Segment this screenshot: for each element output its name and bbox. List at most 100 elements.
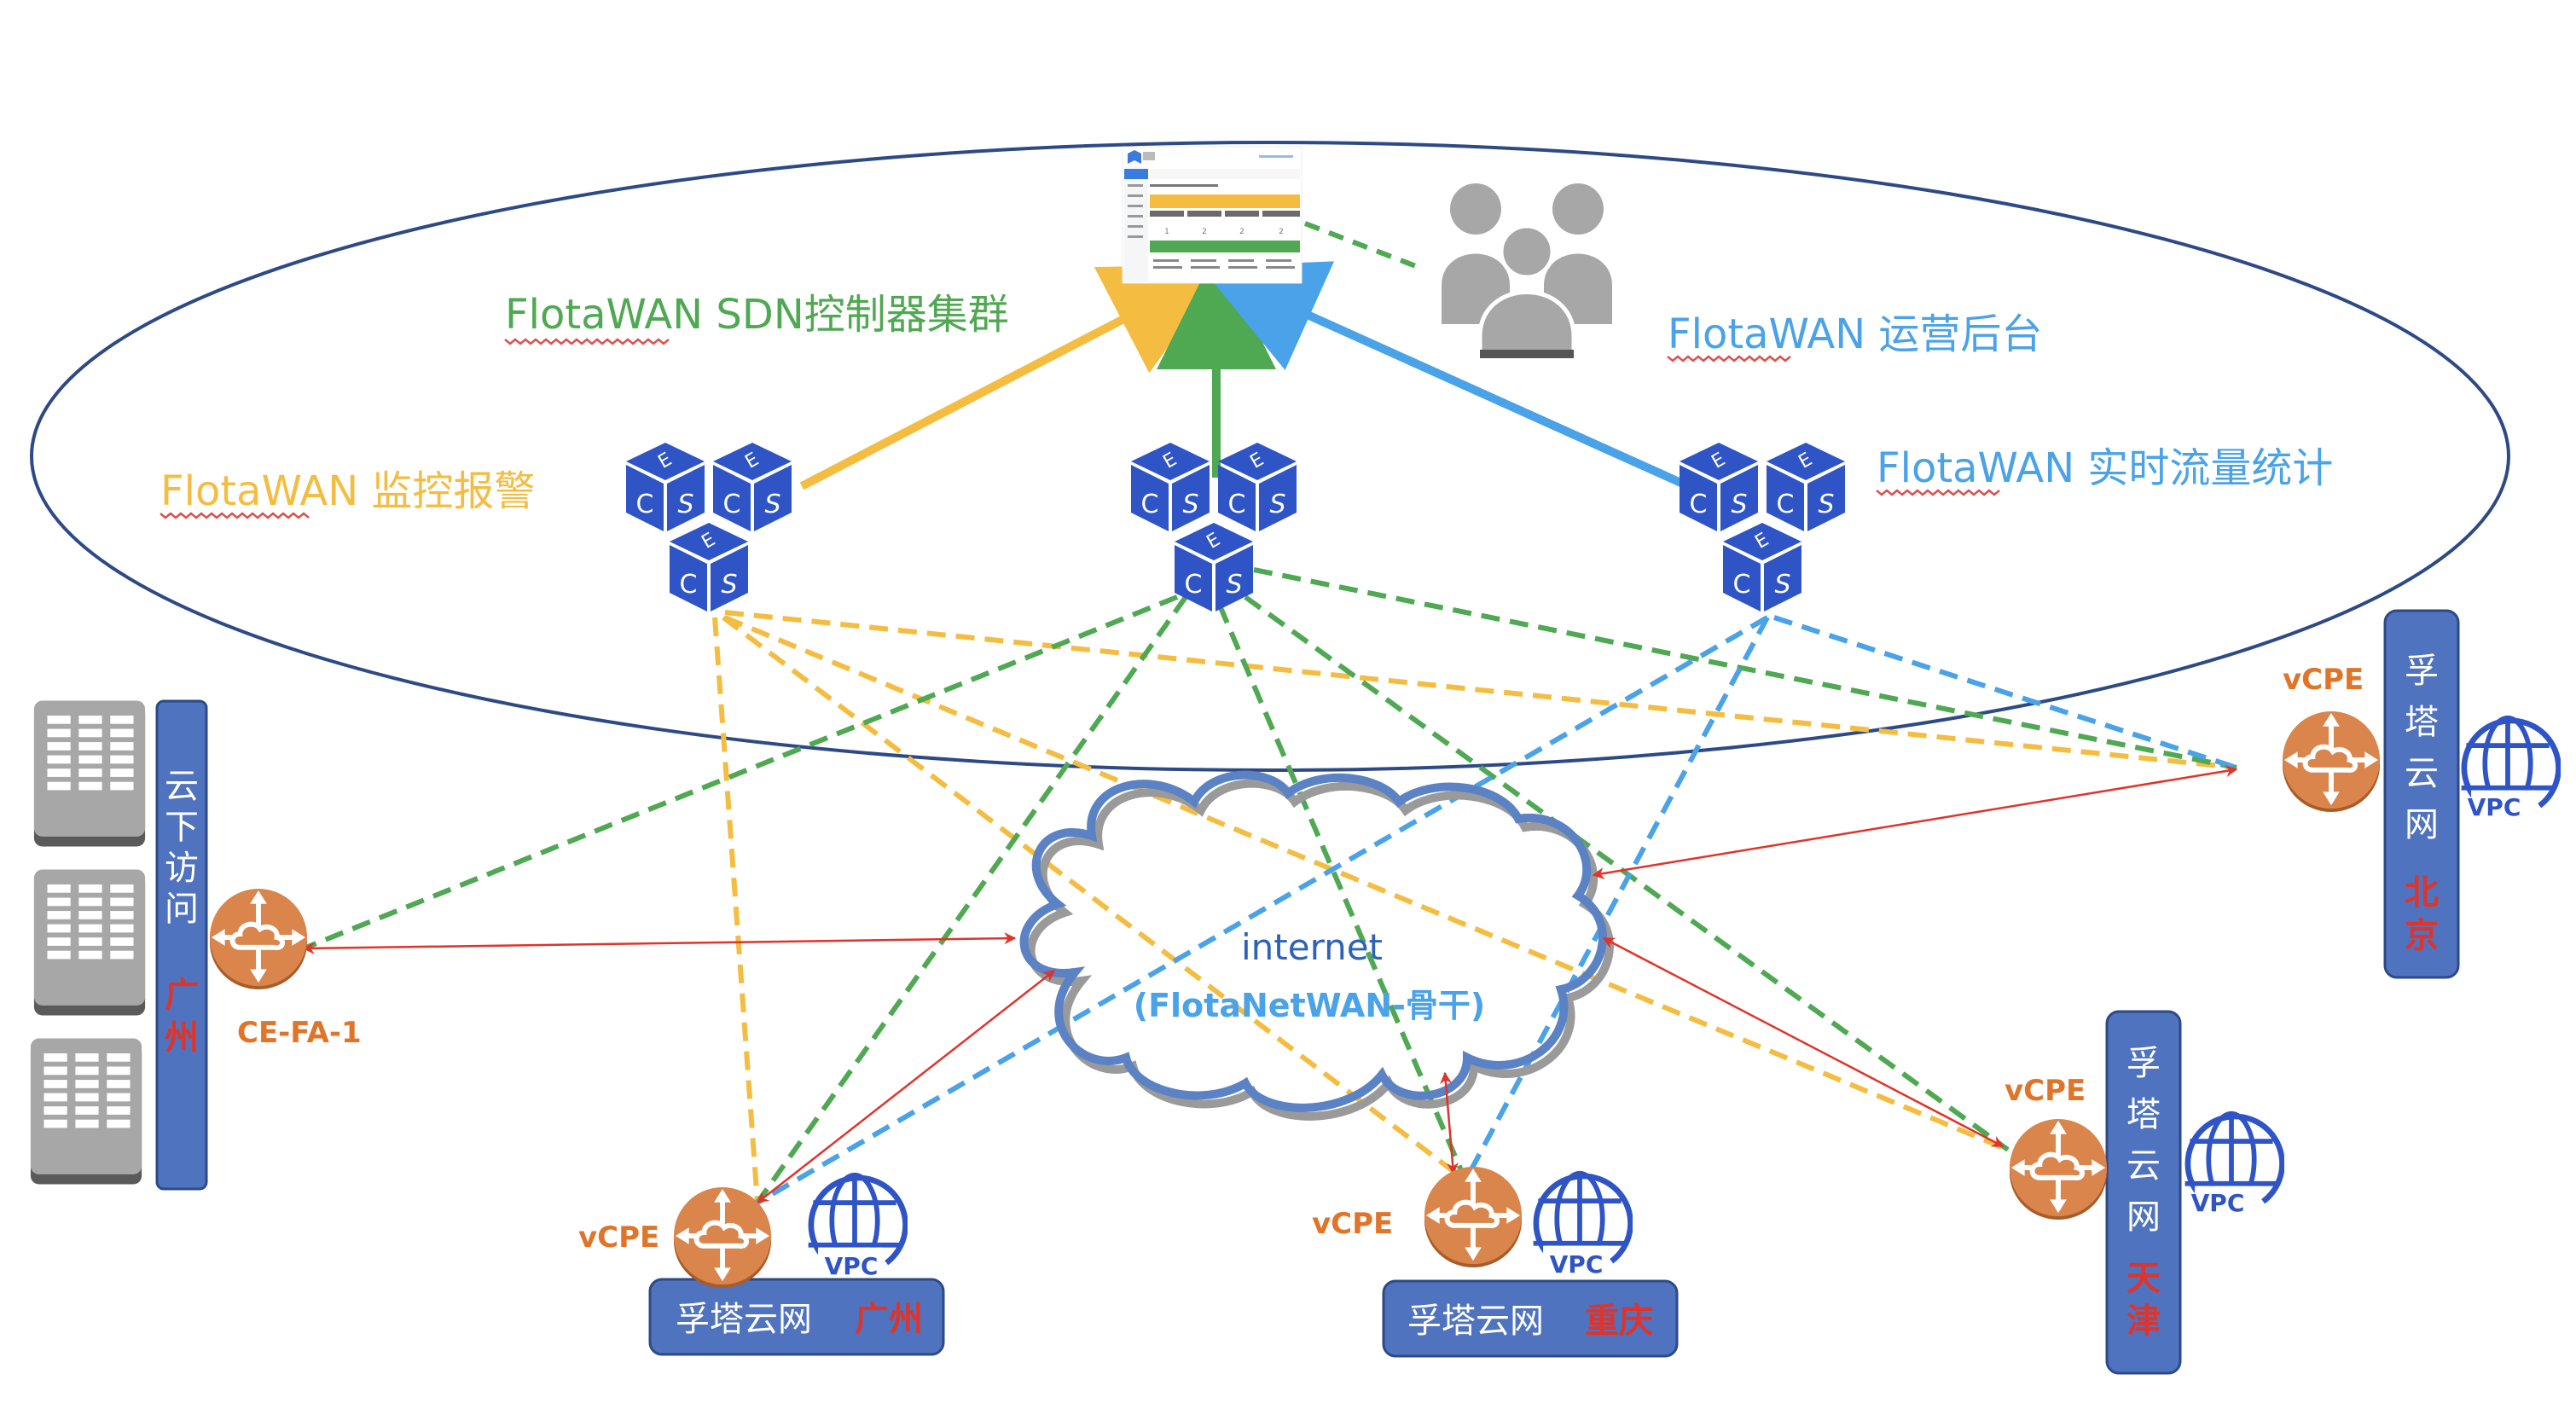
- site-guangzhou: 孚塔云网 广州 vCPE VPC: [578, 1175, 945, 1356]
- control-link-ecs-center-to-chongqing: [1217, 604, 1468, 1182]
- ecs-cube-icon: [1723, 523, 1801, 612]
- ecs-cube-icon: [1131, 443, 1210, 531]
- vertical-char: 天: [2126, 1259, 2161, 1298]
- backbone-label: (FlotaNetWAN-骨干): [1134, 987, 1486, 1024]
- control-link-ecs-right-to-beijing: [1773, 615, 2237, 770]
- ops-users-icon: [1442, 183, 1612, 361]
- svg-text:FlotaWAN 监控报警: FlotaWAN 监控报警: [160, 467, 535, 515]
- offline-region-bar: [155, 699, 208, 1191]
- vcpe-router-icon[interactable]: [674, 1187, 771, 1288]
- dashboard-stat-4: 2: [1279, 228, 1284, 236]
- vertical-char: 塔: [2126, 1095, 2161, 1134]
- beijing-vcpe-label: vCPE: [2283, 663, 2364, 697]
- dashboard-stat-1: 1: [1164, 228, 1169, 236]
- dashboard-logo-icon: [1128, 150, 1141, 164]
- vertical-char: 问: [165, 890, 199, 929]
- dashboard-stat-2: 2: [1202, 228, 1207, 236]
- chongqing-vcpe-label: vCPE: [1312, 1207, 1393, 1241]
- tianjin-vpc-label: VPC: [2191, 1189, 2245, 1217]
- data-plane-arrows: [302, 765, 2238, 1203]
- ops-backend-label: FlotaWAN 运营后台: [1667, 310, 2042, 362]
- server-rack-icon: [30, 1038, 142, 1185]
- ops-dashed-link: [1303, 221, 1422, 270]
- guangzhou-vcpe-label: vCPE: [578, 1221, 659, 1255]
- ce-device-label: CE-FA-1: [237, 1016, 362, 1050]
- vcpe-router-icon[interactable]: [1424, 1167, 1522, 1267]
- data-link-guangzhou-to-internet: [756, 970, 1056, 1203]
- ecs-cube-icon: [1680, 443, 1758, 531]
- internet-label: internet: [1241, 926, 1383, 968]
- control-link-ecs-center-to-beijing: [1253, 567, 2237, 770]
- tianjin-vcpe-label: vCPE: [2005, 1074, 2086, 1108]
- ops-dashboard-thumbnail[interactable]: 1 2 2 2: [1122, 146, 1303, 284]
- control-link-ecs-center-to-offline: [302, 594, 1179, 951]
- monitoring-arrow: [799, 264, 1228, 490]
- ecs-cluster-monitoring[interactable]: [626, 443, 792, 612]
- vcpe-router-icon[interactable]: [2010, 1119, 2107, 1220]
- guangzhou-region-label: 广州: [855, 1300, 923, 1339]
- vertical-char: 孚: [2126, 1044, 2161, 1083]
- vcpe-router-icon[interactable]: [2283, 711, 2380, 812]
- ecs-cluster-stats[interactable]: [1680, 443, 1845, 612]
- data-link-beijing-to-internet: [1592, 765, 2238, 879]
- site-beijing: 孚塔云网 北京 vCPE VPC: [2283, 609, 2559, 979]
- vertical-char: 州: [165, 1018, 199, 1058]
- beijing-region-label: 北京: [2405, 873, 2439, 955]
- chongqing-network-bar: [1382, 1279, 1679, 1358]
- vertical-char: 京: [2405, 916, 2439, 955]
- ecs-cube-icon: [626, 443, 705, 531]
- svg-text:FlotaWAN 运营后台: FlotaWAN 运营后台: [1668, 310, 2042, 358]
- monitoring-label: FlotaWAN 监控报警: [160, 467, 535, 519]
- control-link-ecs-left-to-beijing: [724, 610, 2237, 770]
- stats-arrow: [1200, 261, 1687, 489]
- vertical-char: 云: [2126, 1146, 2161, 1186]
- control-link-ecs-right-to-chongqing: [1463, 616, 1770, 1182]
- data-link-chongqing-to-internet: [1440, 1071, 1459, 1175]
- server-rack-icon: [33, 869, 146, 1016]
- guangzhou-network-label: 孚塔云网: [676, 1300, 812, 1339]
- control-link-ecs-left-to-tianjin: [723, 615, 2010, 1152]
- vertical-char: 访: [165, 849, 199, 888]
- offline-bar-text: 云下访问: [165, 767, 199, 929]
- vertical-char: 北: [2405, 873, 2439, 913]
- sdn-cluster-label: FlotaWAN SDN控制器集群: [504, 291, 1009, 345]
- guangzhou-vpc-label: VPC: [825, 1252, 879, 1280]
- svg-text:云下访问: 云下访问: [165, 767, 199, 929]
- ecs-cube-icon: [670, 523, 748, 612]
- data-link-tianjin-to-internet: [1602, 936, 2005, 1148]
- offline-region-text: 广州: [165, 976, 199, 1058]
- chongqing-network-label: 孚塔云网: [1407, 1302, 1544, 1341]
- beijing-vpc-label: VPC: [2468, 793, 2521, 821]
- ce-router-icon[interactable]: [210, 889, 307, 989]
- ecs-cube-icon: [1175, 523, 1253, 612]
- vertical-char: 云: [165, 767, 199, 806]
- ecs-cube-icon: [1218, 443, 1297, 531]
- data-link-offline-to-internet: [302, 932, 1017, 954]
- internet-cloud: internet (FlotaNetWAN-骨干): [1019, 770, 1614, 1121]
- tianjin-network-bar: [2105, 1010, 2182, 1375]
- site-chongqing: 孚塔云网 重庆 vCPE VPC: [1312, 1167, 1679, 1358]
- dashboard-sidebar-active: [1124, 169, 1148, 179]
- vertical-char: 广: [165, 976, 199, 1015]
- server-rack-icon: [33, 700, 146, 847]
- vertical-char: 下: [165, 808, 199, 847]
- control-link-ecs-left-to-guangzhou: [712, 617, 760, 1203]
- control-link-ecs-center-to-guangzhou: [755, 595, 1188, 1204]
- site-offline-guangzhou: 云下访问 广州 CE-FA-1: [30, 699, 362, 1191]
- ecs-cube-icon: [1767, 443, 1845, 531]
- beijing-network-bar: [2383, 609, 2460, 979]
- vertical-char: 网: [2126, 1197, 2161, 1237]
- controller-domain-ellipse: [30, 141, 2510, 772]
- vertical-char: 津: [2126, 1302, 2161, 1341]
- svg-text:FlotaWAN 实时流量统计: FlotaWAN 实时流量统计: [1877, 444, 2333, 492]
- dashboard-yellow-banner: [1150, 194, 1300, 208]
- vertical-char: 云: [2405, 754, 2439, 793]
- svg-text:FlotaWAN SDN控制器集群: FlotaWAN SDN控制器集群: [505, 291, 1009, 339]
- site-tianjin: 孚塔云网 天津 vCPE VPC: [2005, 1010, 2283, 1375]
- control-link-ecs-left-to-chongqing: [722, 615, 1467, 1183]
- chongqing-region-label: 重庆: [1585, 1302, 1653, 1341]
- tianjin-region-label: 天津: [2126, 1259, 2161, 1341]
- beijing-network-label: 孚塔云网: [2405, 652, 2439, 844]
- ecs-cube-icon: [713, 443, 792, 531]
